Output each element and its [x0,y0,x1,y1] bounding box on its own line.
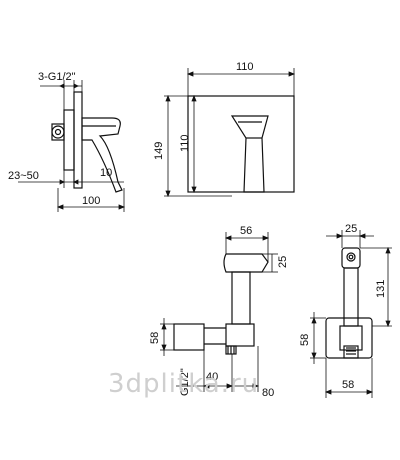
label-front-width: 110 [236,61,254,73]
label-thread: 3-G1/2" [38,71,76,83]
label-front-height-inner: 110 [179,134,191,152]
label-holder-height: 58 [299,334,311,346]
handset-side-view: 56 25 58 G1/2" 40 80 [149,225,289,399]
mixer-front-view: 110 110 149 [153,61,296,198]
mixer-side-dimensions [18,80,126,212]
label-handset-top-height: 25 [277,256,289,268]
mixer-side-body [51,91,123,193]
handset-front-dimensions [310,230,392,398]
label-handset-offset: 40 [206,371,218,383]
label-handset-length: 80 [262,387,274,399]
label-front-handset-width: 25 [345,223,357,235]
label-handset-depth: 58 [149,332,161,344]
handset-front-view: 25 131 58 58 [299,223,392,398]
label-handset-width: 56 [240,225,252,237]
handset-front-body [325,247,373,359]
mixer-front-dimensions [164,68,296,198]
watermark: 3dplitka.ru [108,369,259,399]
label-offset: 10 [100,167,112,179]
mixer-side-view: 3-G1/2" 23~50 10 100 [8,71,126,212]
label-front-handset-height: 131 [375,280,387,298]
mixer-front-body [187,95,295,193]
label-holder-width: 58 [342,379,354,391]
label-side-width: 100 [82,195,100,207]
label-hose-thread: G1/2" [179,368,191,396]
handset-side-dimensions [160,232,278,392]
label-front-height-outer: 149 [153,142,165,160]
handset-side-body [173,253,269,355]
label-depth-range: 23~50 [8,170,39,182]
